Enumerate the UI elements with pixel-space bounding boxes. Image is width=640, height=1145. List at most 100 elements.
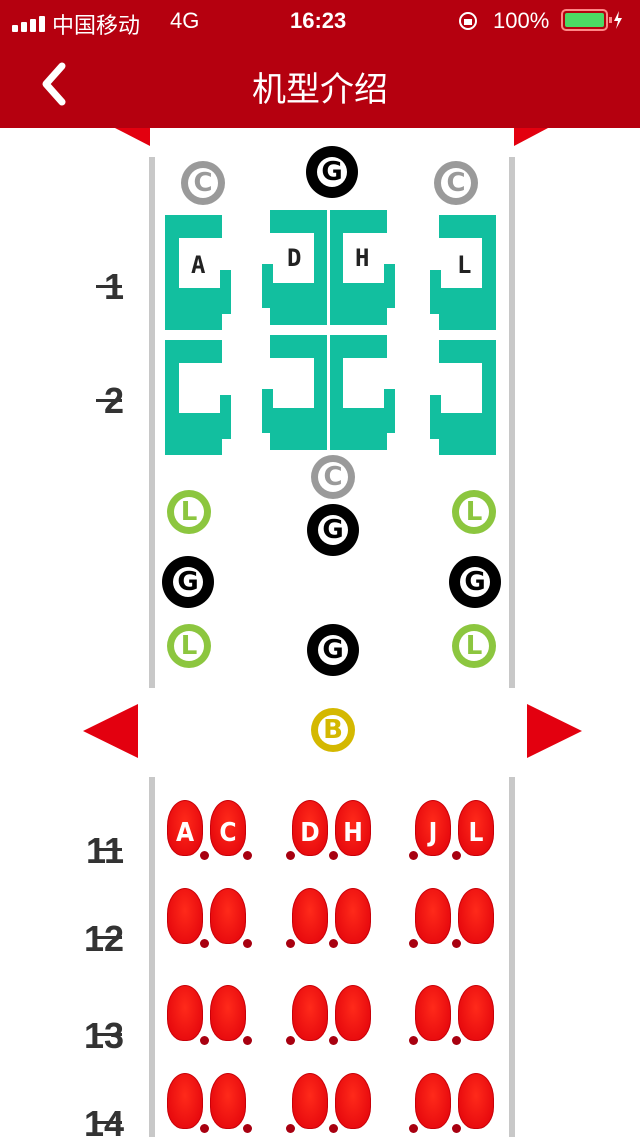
economy-seat-11D[interactable]: D (286, 800, 330, 860)
economy-seat-11J[interactable]: J (409, 800, 453, 860)
economy-seat-13A[interactable] (165, 985, 209, 1045)
closet-letter: C (318, 462, 348, 492)
seat-body (167, 888, 203, 944)
seat-armrest-dot (329, 851, 338, 860)
seat-body (415, 800, 451, 856)
economy-seat-11L[interactable]: L (452, 800, 496, 860)
seat-armrest-dot (200, 939, 209, 948)
seat-body (167, 800, 203, 856)
seat-body (458, 1073, 494, 1129)
economy-seat-11A[interactable]: A (165, 800, 209, 860)
seat-body (210, 1073, 246, 1129)
lavatory-icon: L (167, 624, 211, 668)
economy-seat-11C[interactable]: C (208, 800, 252, 860)
seat-armrest-dot (409, 1036, 418, 1045)
back-button[interactable] (36, 60, 76, 108)
business-seat-2A (165, 340, 231, 455)
seat-armrest-dot (286, 1036, 295, 1045)
seat-armrest-dot (200, 1036, 209, 1045)
galley-icon: G (307, 624, 359, 676)
exit-left-icon (83, 704, 138, 758)
exit-left-icon (115, 128, 150, 146)
seat-body (292, 985, 328, 1041)
exit-right-icon (527, 704, 582, 758)
economy-seat-11H[interactable]: H (329, 800, 373, 860)
seat-body (415, 888, 451, 944)
seat-body (167, 1073, 203, 1129)
seat-body (335, 800, 371, 856)
seat-body (458, 888, 494, 944)
lavatory-icon: L (452, 624, 496, 668)
row-tick (96, 936, 122, 939)
row-tick (96, 399, 122, 402)
seat-letter: D (287, 244, 302, 272)
closet-icon: C (311, 455, 355, 499)
seat-armrest-dot (243, 939, 252, 948)
bassinet-letter: B (318, 715, 348, 745)
seat-armrest-dot (329, 1124, 338, 1133)
lavatory-icon: L (167, 490, 211, 534)
galley-letter: G (318, 635, 348, 665)
economy-seat-12J[interactable] (409, 888, 453, 948)
economy-seat-14D[interactable] (286, 1073, 330, 1133)
exit-arrows-top (115, 128, 548, 146)
chevron-left-icon (42, 62, 66, 106)
economy-seat-12H[interactable] (329, 888, 373, 948)
seat-body (292, 1073, 328, 1129)
galley-letter: G (318, 515, 348, 545)
seat-armrest-dot (286, 851, 295, 860)
seat-armrest-dot (329, 939, 338, 948)
seat-armrest-dot (409, 939, 418, 948)
network: 4G (170, 8, 200, 33)
lavatory-letter: L (174, 631, 204, 661)
carrier: 中国移动 (52, 13, 141, 38)
seat-armrest-dot (243, 1124, 252, 1133)
economy-seat-12D[interactable] (286, 888, 330, 948)
economy-seat-13H[interactable] (329, 985, 373, 1045)
closet-letter: C (188, 168, 218, 198)
economy-seat-13L[interactable] (452, 985, 496, 1045)
galley-icon: G (449, 556, 501, 608)
economy-seat-14H[interactable] (329, 1073, 373, 1133)
seat-armrest-dot (243, 1036, 252, 1045)
seat-armrest-dot (452, 1036, 461, 1045)
economy-seat-13J[interactable] (409, 985, 453, 1045)
business-seat-2D (262, 335, 327, 450)
seat-letter: H (343, 818, 363, 848)
seat-body (292, 800, 328, 856)
economy-seat-12A[interactable] (165, 888, 209, 948)
lavatory-icon: L (452, 490, 496, 534)
battery-icon (561, 9, 623, 37)
seat-armrest-dot (243, 851, 252, 860)
row-tick (96, 1121, 122, 1124)
galley-letter: G (173, 567, 203, 597)
seat-armrest-dot (452, 1124, 461, 1133)
galley-icon: G (307, 504, 359, 556)
business-seat-map (165, 210, 496, 455)
seat-armrest-dot (409, 851, 418, 860)
seat-letter: L (457, 251, 472, 279)
row-tick (96, 285, 122, 288)
seat-letter: A (191, 251, 206, 279)
lavatory-letter: L (459, 631, 489, 661)
galley-icon: G (306, 146, 358, 198)
economy-seat-14A[interactable] (165, 1073, 209, 1133)
seat-body (458, 985, 494, 1041)
economy-seat-14L[interactable] (452, 1073, 496, 1133)
seat-body (415, 1073, 451, 1129)
seat-letter: L (468, 818, 484, 848)
clock: 16:23 (290, 8, 347, 33)
seat-armrest-dot (200, 1124, 209, 1133)
closet-icon: C (181, 161, 225, 205)
economy-seat-12L[interactable] (452, 888, 496, 948)
galley-letter: G (317, 157, 347, 187)
economy-seat-13C[interactable] (208, 985, 252, 1045)
economy-seat-12C[interactable] (208, 888, 252, 948)
signal-icon (12, 12, 46, 38)
rotation-lock-icon (457, 10, 479, 38)
seat-body (415, 985, 451, 1041)
economy-seat-14J[interactable] (409, 1073, 453, 1133)
economy-seat-14C[interactable] (208, 1073, 252, 1133)
closet-letter: C (441, 168, 471, 198)
economy-seat-13D[interactable] (286, 985, 330, 1045)
